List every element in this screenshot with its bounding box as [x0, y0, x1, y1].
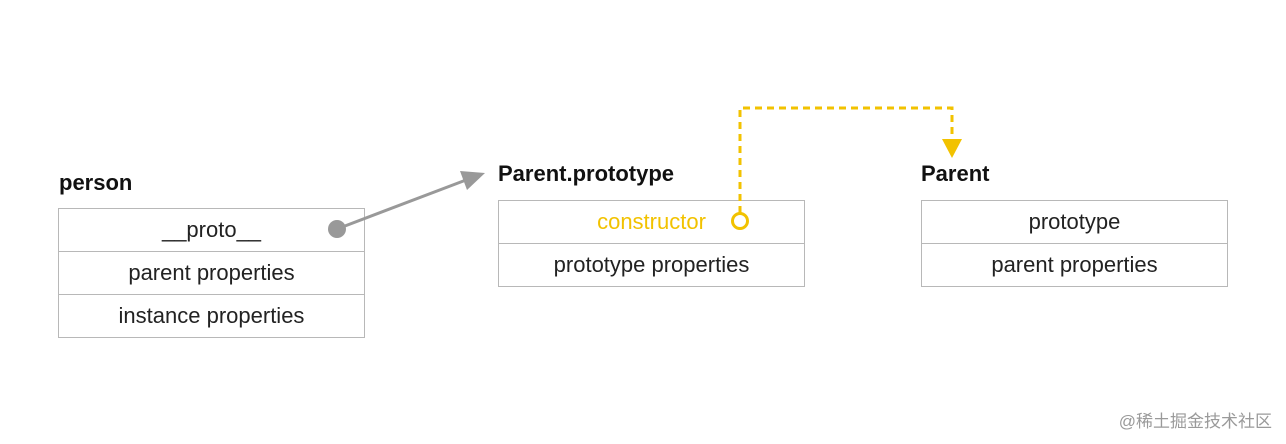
watermark: @稀土掘金技术社区: [1118, 412, 1272, 431]
parent-parent-properties-row: parent properties: [922, 243, 1227, 286]
person-box: __proto__ parent properties instance pro…: [58, 208, 365, 338]
constructor-row: constructor: [597, 209, 706, 234]
person-title: person: [59, 170, 133, 195]
person-instance-properties-row: instance properties: [59, 294, 364, 337]
parent-box: prototype parent properties: [921, 200, 1228, 287]
proto-link-dot: [328, 220, 346, 238]
parent-prototype-title: Parent.prototype: [498, 161, 675, 186]
proto-link-arrowhead: [460, 171, 485, 190]
person-proto-row: __proto__: [161, 217, 262, 242]
constructor-link-ring: [731, 212, 749, 230]
parent-prototype-row: prototype: [1028, 209, 1121, 234]
constructor-link-line: [738, 106, 954, 213]
prototype-properties-row: prototype properties: [499, 243, 804, 286]
constructor-link-arrowhead: [942, 139, 962, 158]
constructor-link-arrow: [731, 106, 962, 230]
proto-link-arrow: [328, 171, 485, 238]
parent-title: Parent: [921, 161, 990, 186]
proto-link-line: [335, 178, 468, 231]
parent-prototype-box: constructor prototype properties: [498, 200, 805, 287]
person-parent-properties-row: parent properties: [59, 251, 364, 294]
